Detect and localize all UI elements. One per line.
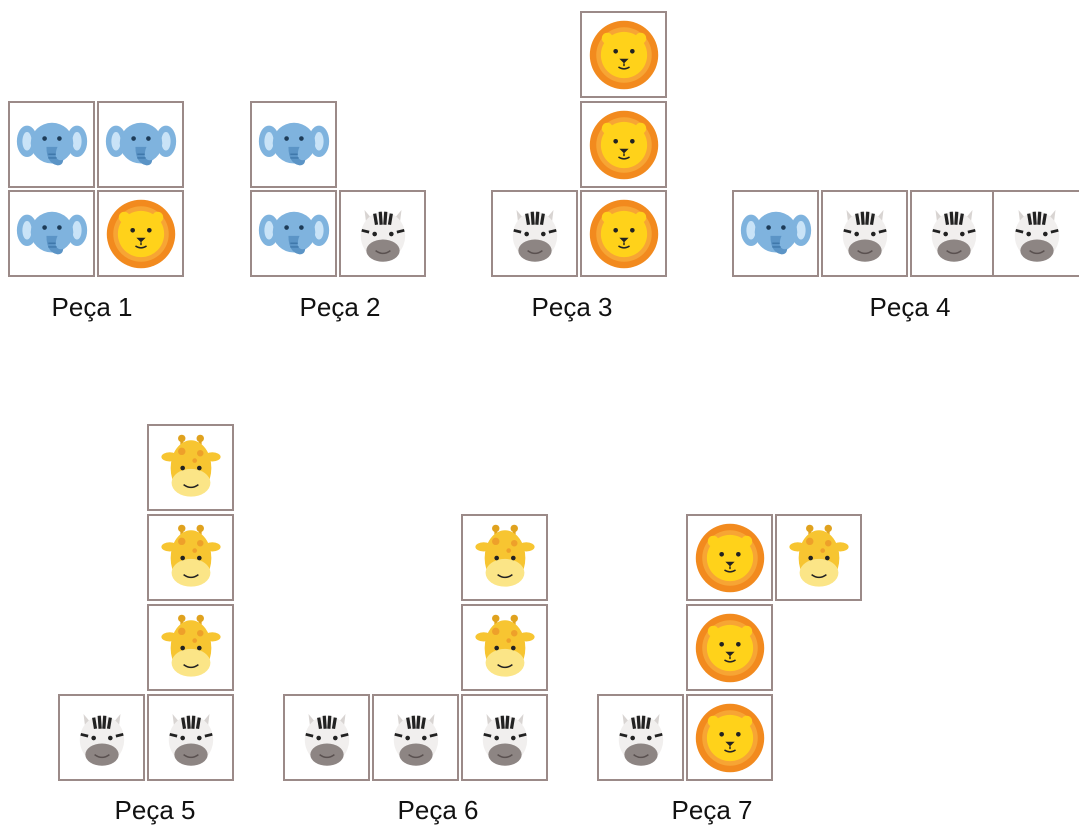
elephant-icon <box>15 108 89 182</box>
lion-icon <box>587 108 661 182</box>
tile <box>686 694 773 781</box>
zebra-icon <box>604 701 678 775</box>
giraffe-icon <box>468 521 542 595</box>
lion-icon <box>587 18 661 92</box>
tile <box>580 11 667 98</box>
tile <box>250 190 337 277</box>
zebra-icon <box>498 197 572 271</box>
tile <box>147 694 234 781</box>
tile <box>491 190 578 277</box>
tile <box>732 190 819 277</box>
tile <box>147 604 234 691</box>
tile <box>461 514 548 601</box>
giraffe-icon <box>154 521 228 595</box>
tile <box>686 604 773 691</box>
tile <box>283 694 370 781</box>
tile <box>250 101 337 188</box>
lion-icon <box>693 521 767 595</box>
zebra-icon <box>154 701 228 775</box>
piece-label: Peça 2 <box>299 292 381 322</box>
tile <box>8 101 95 188</box>
piece-label: Peça 4 <box>869 292 951 322</box>
tile <box>910 190 997 277</box>
zebra-icon <box>1000 197 1074 271</box>
piece-label: Peça 5 <box>114 795 196 825</box>
zebra-icon <box>468 701 542 775</box>
elephant-icon <box>257 108 331 182</box>
tile <box>821 190 908 277</box>
elephant-icon <box>739 197 813 271</box>
lion-icon <box>104 197 178 271</box>
tile <box>580 101 667 188</box>
piece-label: Peça 1 <box>51 292 133 322</box>
tile <box>372 694 459 781</box>
tile <box>97 101 184 188</box>
tile <box>992 190 1079 277</box>
tile <box>580 190 667 277</box>
tile <box>339 190 426 277</box>
tile <box>147 514 234 601</box>
zebra-icon <box>346 197 420 271</box>
elephant-icon <box>257 197 331 271</box>
tile <box>147 424 234 511</box>
zebra-icon <box>290 701 364 775</box>
elephant-icon <box>104 108 178 182</box>
giraffe-icon <box>154 431 228 505</box>
zebra-icon <box>828 197 902 271</box>
piece-label: Peça 3 <box>531 292 613 322</box>
elephant-icon <box>15 197 89 271</box>
tile <box>461 694 548 781</box>
lion-icon <box>587 197 661 271</box>
zebra-icon <box>65 701 139 775</box>
tile <box>686 514 773 601</box>
lion-icon <box>693 611 767 685</box>
tile <box>58 694 145 781</box>
giraffe-icon <box>782 521 856 595</box>
piece-label: Peça 6 <box>397 795 479 825</box>
tile <box>597 694 684 781</box>
tile <box>97 190 184 277</box>
piece-label: Peça 7 <box>671 795 753 825</box>
zebra-icon <box>379 701 453 775</box>
lion-icon <box>693 701 767 775</box>
giraffe-icon <box>154 611 228 685</box>
tile <box>8 190 95 277</box>
giraffe-icon <box>468 611 542 685</box>
tile <box>461 604 548 691</box>
zebra-icon <box>917 197 991 271</box>
tile <box>775 514 862 601</box>
